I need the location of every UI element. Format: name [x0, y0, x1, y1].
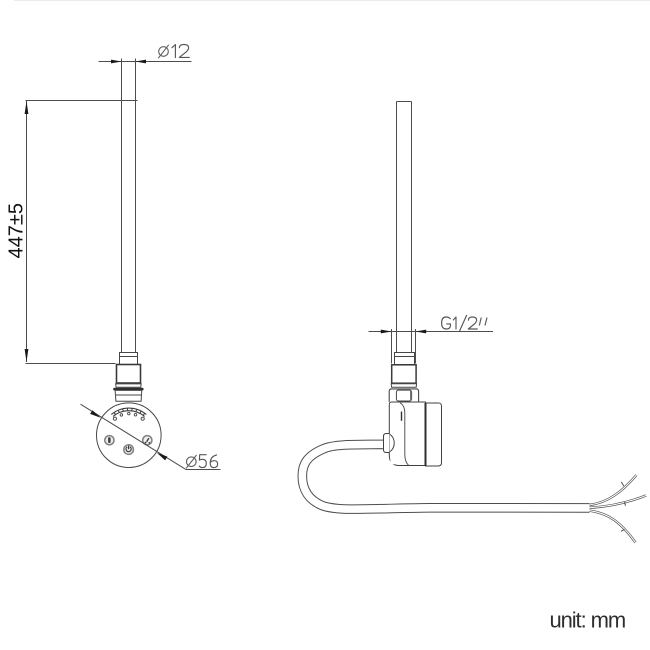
svg-text:unit: mm: unit: mm [550, 608, 626, 633]
svg-text:447±5: 447±5 [6, 203, 28, 258]
